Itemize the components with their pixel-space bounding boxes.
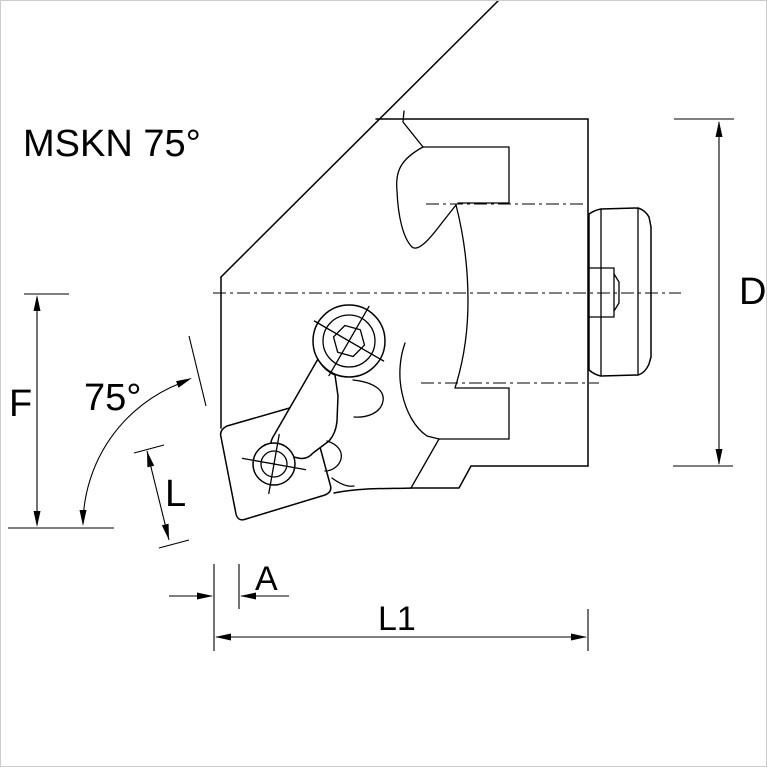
hex-clamp-screw	[312, 304, 386, 378]
boss-hub-nose	[613, 273, 620, 312]
l1-arrow-right	[571, 633, 587, 641]
upper-chip-pocket	[395, 110, 510, 389]
angle-arrow-top	[176, 378, 192, 388]
chamfer-edge	[220, 1, 499, 278]
lead-angle-reference-line	[188, 335, 207, 407]
insert-screw	[241, 433, 307, 495]
f-arrow-down	[33, 511, 41, 527]
l-top-tick	[133, 444, 165, 454]
tool-body-outline	[220, 1, 589, 494]
screw-crosshair	[313, 305, 385, 377]
d-arrow-down	[715, 449, 723, 465]
front-face-arc	[454, 204, 469, 389]
angle-callout: 75°	[79, 335, 207, 526]
pocket-hook-curve	[395, 146, 457, 249]
d-arrow-up	[715, 121, 723, 137]
angle-arc	[82, 382, 182, 525]
l1-arrow-left	[215, 633, 231, 641]
screw-inner-circle	[322, 314, 376, 368]
l-arrow-top	[147, 451, 155, 468]
a-arrow-left	[197, 592, 213, 600]
insert-screw-inner	[260, 450, 288, 478]
f-arrow-up	[33, 295, 41, 311]
dimension-a: A	[169, 560, 289, 651]
l-bottom-tick	[158, 539, 190, 549]
dim-a-label: A	[255, 560, 278, 598]
center-lines	[213, 203, 681, 384]
dim-l-label: L	[165, 473, 186, 515]
dim-l1-label: L1	[378, 600, 416, 638]
drawing-title: MSKN 75°	[23, 123, 201, 165]
dim-d-label: D	[739, 271, 766, 313]
pocket2-top-right	[454, 387, 510, 440]
rear-boss	[587, 207, 652, 377]
bottom-step	[410, 465, 589, 489]
bottom-edge	[333, 487, 412, 494]
dimension-d: D	[673, 118, 766, 467]
angle-75-label: 75°	[84, 377, 141, 419]
hex-socket	[332, 324, 366, 358]
lower-chip-pocket	[399, 342, 510, 489]
pocket-top-right	[422, 146, 510, 204]
pocket-notch-line	[402, 110, 424, 148]
insert-screw-crosshair	[241, 433, 307, 495]
dimension-l1: L1	[215, 600, 589, 651]
dimension-f: F	[8, 293, 114, 529]
clamp-washer-bump	[352, 379, 384, 418]
dimension-l: L	[133, 444, 190, 549]
pocket2-thumb-curve	[399, 342, 440, 440]
dim-f-label: F	[9, 383, 32, 425]
boss-outline	[588, 207, 652, 377]
clamp-tip-arc2	[331, 477, 355, 487]
a-arrow-right	[240, 592, 256, 600]
pocket2-diagonal	[410, 438, 440, 489]
l-arrow-bottom	[161, 523, 169, 540]
angle-arrow-bottom	[79, 510, 87, 526]
clamp-tip-arc	[324, 440, 343, 472]
